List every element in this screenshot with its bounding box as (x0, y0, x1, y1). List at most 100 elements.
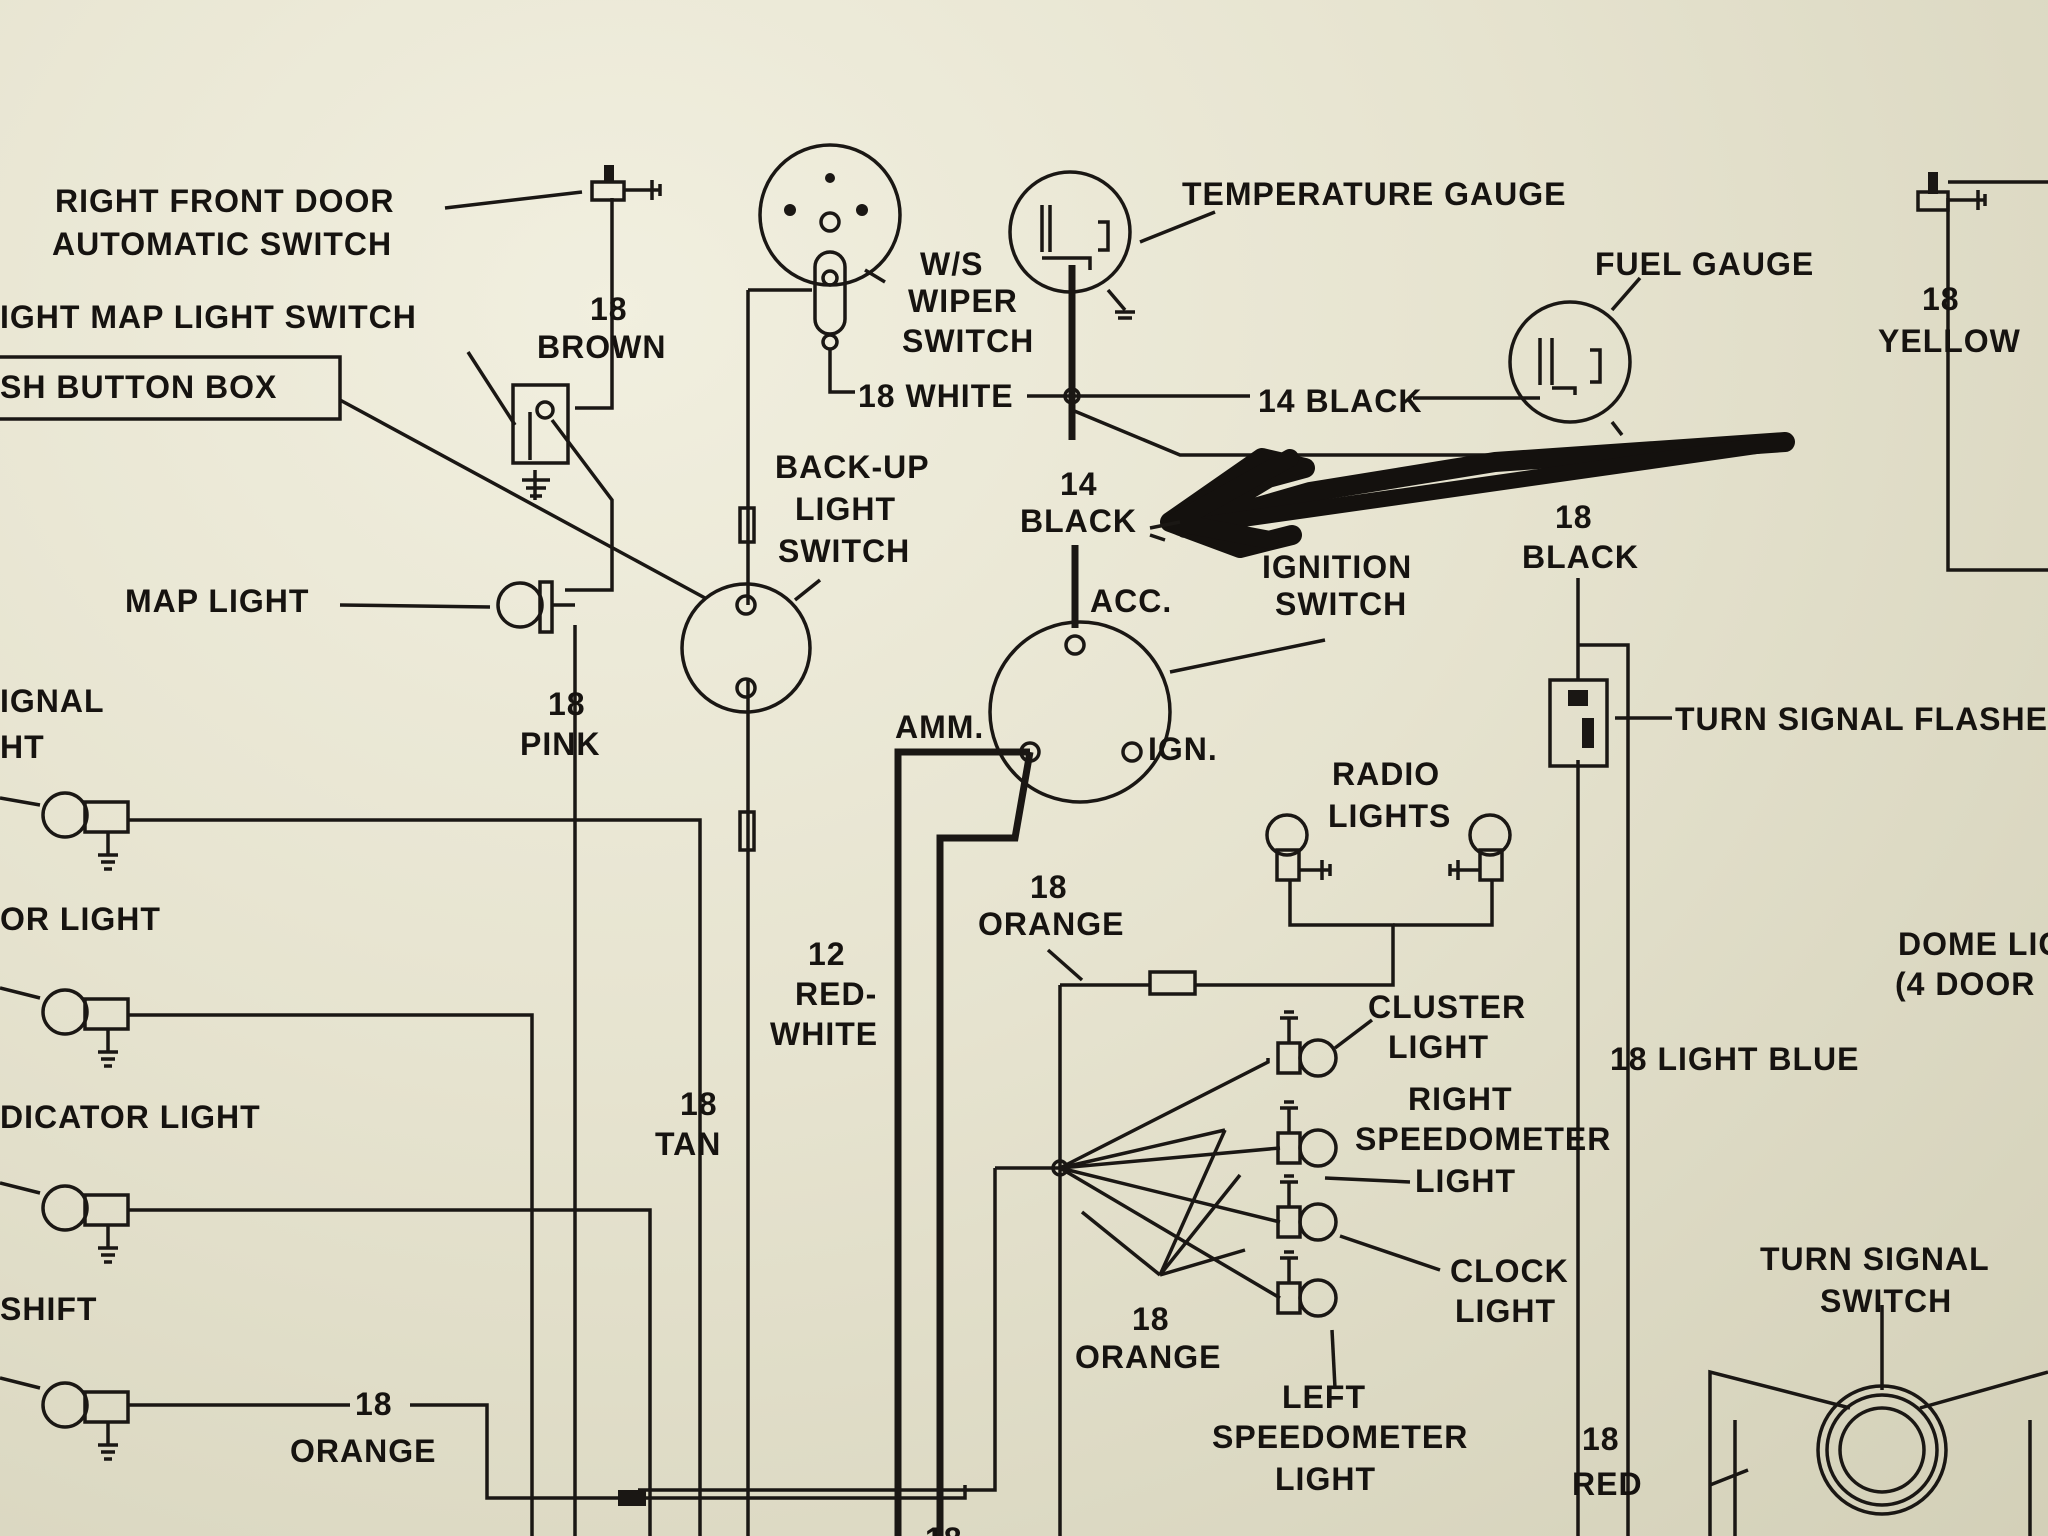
label-right-map-light-switch: IGHT MAP LIGHT SWITCH (0, 299, 417, 335)
leader-push-button-box (339, 398, 706, 600)
wire-label-orange-bottom-2: ORANGE (1075, 1339, 1221, 1375)
label-backup-3: SWITCH (778, 533, 910, 569)
junction-dot (1063, 387, 1081, 405)
label-amm: AMM. (895, 709, 984, 745)
label-door-light: OR LIGHT (0, 901, 161, 937)
labels: RIGHT FRONT DOOR AUTOMATIC SWITCH IGHT M… (0, 176, 2048, 1536)
leader-temperature (1139, 210, 1216, 244)
label-right-speedo-1: RIGHT (1408, 1081, 1513, 1117)
label-radio-1: RADIO (1332, 756, 1440, 792)
junction-dot (1051, 1159, 1069, 1177)
label-wiper-2: WIPER (908, 283, 1018, 319)
leader-cluster (1333, 1018, 1374, 1050)
leader-right-speedo (1324, 1176, 1411, 1184)
left-speedometer-light-icon (1276, 1250, 1338, 1318)
right-switch-icon (1916, 172, 1987, 212)
backup-light-switch-icon (680, 582, 812, 714)
fuse-2 (738, 810, 756, 852)
label-backup-1: BACK-UP (775, 449, 930, 485)
ignition-switch-icon (988, 620, 1172, 804)
label-backup-2: LIGHT (795, 491, 896, 527)
wire-label-pink-2: PINK (520, 726, 600, 762)
turn-signal-flasher-icon (1548, 678, 1609, 768)
leader-ignition (1169, 638, 1326, 674)
leader-backup (793, 578, 822, 602)
wire-tan (128, 818, 702, 1536)
left-lamp-4-icon (41, 1381, 130, 1461)
leader-clock (1339, 1234, 1441, 1272)
label-ignition-1: IGNITION (1262, 549, 1412, 585)
label-cluster-1: CLUSTER (1368, 989, 1526, 1025)
wire-label-tan-2: TAN (655, 1126, 721, 1162)
cluster-light-icon (1276, 1010, 1338, 1078)
map-light-switch-icon (511, 383, 570, 500)
radio-light-right-icon (1448, 813, 1512, 882)
wire-label-red-white-1: 12 (808, 936, 846, 972)
leader-fuel (1610, 276, 1642, 312)
wire-label-black-18-1: 18 (1555, 499, 1593, 535)
left-lamp-3-icon (41, 1184, 130, 1264)
label-radio-2: LIGHTS (1328, 798, 1451, 834)
label-clock-1: CLOCK (1450, 1253, 1569, 1289)
components (41, 143, 1987, 1516)
wire-yellow (1946, 198, 2048, 572)
wire-label-yellow-2: YELLOW (1878, 323, 2021, 359)
label-ignition-2: SWITCH (1275, 586, 1407, 622)
wire-label-red-1: 18 (1582, 1421, 1620, 1457)
label-left-speedo-2: SPEEDOMETER (1212, 1419, 1468, 1455)
wire-label-red-white-2: RED- (795, 976, 877, 1012)
label-fuel-gauge: FUEL GAUGE (1595, 246, 1814, 282)
label-cluster-2: LIGHT (1388, 1029, 1489, 1065)
wires (0, 180, 2048, 1536)
wire-label-orange-left-2: ORANGE (290, 1433, 436, 1469)
wire-label-black-18-2: BLACK (1522, 539, 1639, 575)
leader-left-speedo (1330, 1329, 1337, 1389)
wiper-switch-icon (758, 143, 902, 351)
push-button-box-frame (0, 355, 342, 421)
label-turn-signal-flasher: TURN SIGNAL FLASHER (1675, 701, 2048, 737)
label-push-button-box: SH BUTTON BOX (0, 369, 277, 405)
wire-label-orange-left-1: 18 (355, 1386, 393, 1422)
label-turn-switch-1: TURN SIGNAL (1760, 1241, 1990, 1277)
label-indicator-light: DICATOR LIGHT (0, 1099, 261, 1135)
wire-label-partial-bottom: 18 (925, 1521, 963, 1536)
map-light-bulb-icon (496, 580, 575, 634)
label-temperature-gauge: TEMPERATURE GAUGE (1182, 176, 1566, 212)
wire-label-white: 18 WHITE (858, 378, 1014, 414)
turn-signal-switch-icon (1816, 1384, 1948, 1516)
label-left-speedo-3: LIGHT (1275, 1461, 1376, 1497)
wire-orange-bundle (638, 1168, 997, 1492)
label-right-speedo-3: LIGHT (1415, 1163, 1516, 1199)
wire-label-brown-2: BROWN (537, 329, 666, 365)
label-left-speedo-1: LEFT (1282, 1379, 1366, 1415)
label-right-speedo-2: SPEEDOMETER (1355, 1121, 1611, 1157)
label-turn-switch-2: SWITCH (1820, 1283, 1952, 1319)
label-wiper-3: SWITCH (902, 323, 1034, 359)
label-clock-2: LIGHT (1455, 1293, 1556, 1329)
wire-label-yellow-1: 18 (1922, 281, 1960, 317)
left-lamp-2-icon (41, 988, 130, 1068)
label-ign: IGN. (1148, 731, 1218, 767)
label-shift: SHIFT (0, 1291, 97, 1327)
wire-label-black-14-h: 14 BLACK (1258, 383, 1422, 419)
wire-label-black-14-v1: 14 (1060, 466, 1098, 502)
fuel-gauge-icon (1508, 300, 1632, 424)
wire-label-black-14-v2: BLACK (1020, 503, 1137, 539)
wire-label-brown-1: 18 (590, 291, 628, 327)
label-acc: ACC. (1090, 583, 1172, 619)
wire-label-red-2: RED (1572, 1466, 1643, 1502)
label-signal-2: HT (0, 729, 45, 765)
clock-light-icon (1276, 1174, 1338, 1242)
resistor (1148, 970, 1197, 996)
door-switch-icon (590, 165, 662, 202)
wire-label-orange-top-2: ORANGE (978, 906, 1124, 942)
fuse-1 (738, 506, 756, 544)
right-speedometer-light-icon (1276, 1100, 1338, 1168)
label-dome-2: (4 DOOR (1895, 966, 2035, 1002)
radio-light-left-icon (1265, 813, 1332, 882)
left-lamp-1-icon (41, 791, 130, 871)
turn-switch-frame (1708, 1369, 1851, 1536)
wire-light-blue (1578, 643, 1630, 1536)
wire-brown (575, 198, 614, 410)
